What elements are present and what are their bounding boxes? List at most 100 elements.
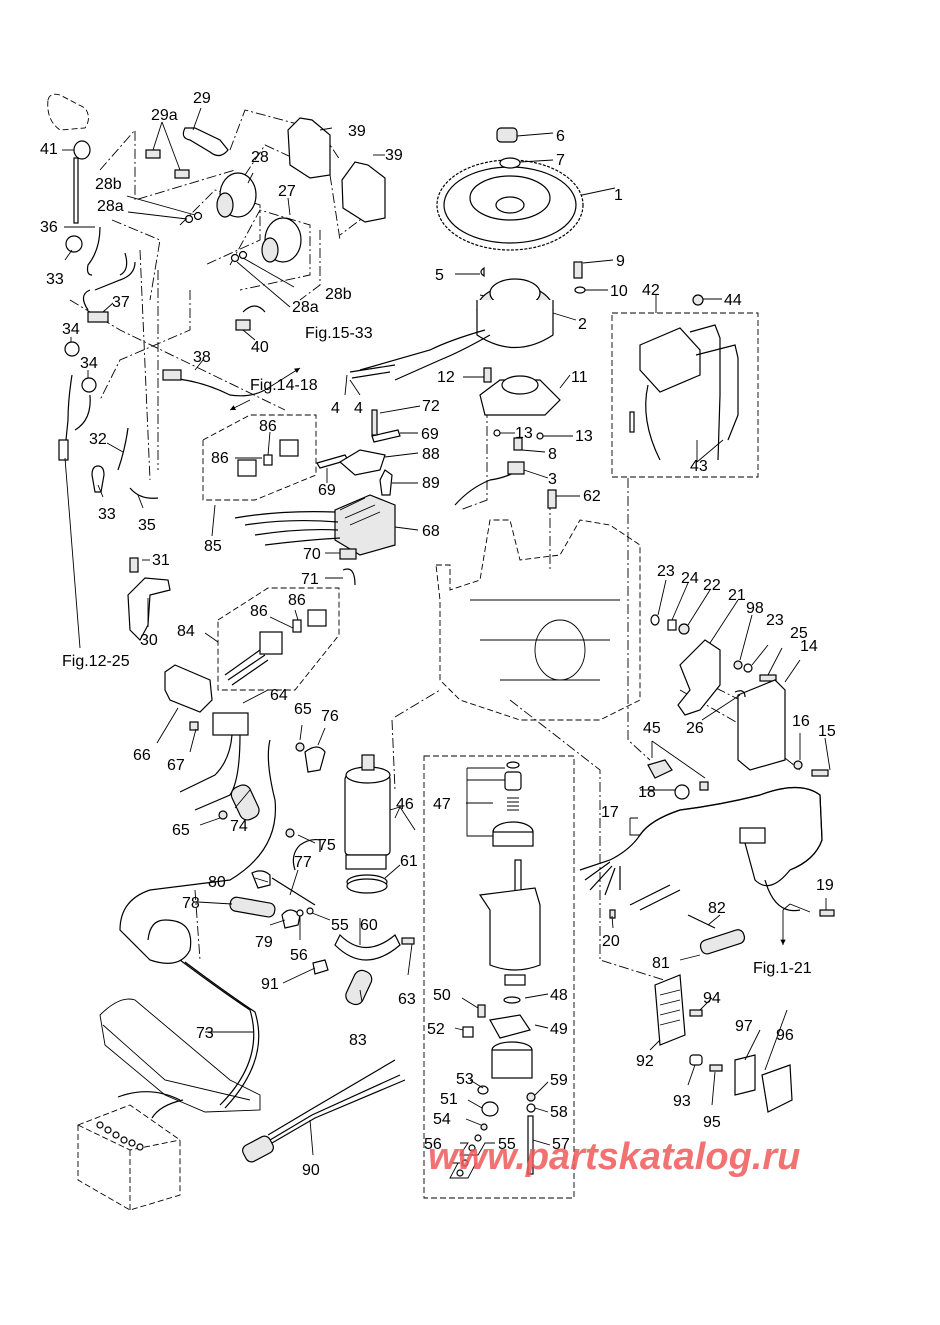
callout-56: 56 [290,947,308,964]
part-16-grommet [793,760,803,770]
part-12-bolt [483,367,492,383]
part-96-cover [761,1064,793,1113]
callout-37: 37 [112,294,130,311]
callout-12: 12 [437,369,455,386]
part-94-bolt [689,1009,703,1017]
part-86-fuse [292,619,302,633]
callout-38: 38 [193,349,211,366]
part-92-rectifier [654,974,686,1046]
callout-79: 79 [255,934,273,951]
callout-26: 26 [686,720,704,737]
callout-40: 40 [251,339,269,356]
part-88-bracket [338,449,386,476]
callout-21: 21 [728,587,746,604]
callout-28a: 28a [97,198,124,215]
callout-74: 74 [230,818,248,835]
callout-5: 5 [435,267,444,284]
part-98-grommet [733,660,743,670]
part-2-stator [476,278,554,349]
callout-78: 78 [182,895,200,912]
part-39-bracket-a [287,117,331,179]
callout-83: 83 [349,1032,367,1049]
callout-77: 77 [294,854,312,871]
part-55-washer [306,907,314,915]
callout-35: 35 [138,517,156,534]
part-34-cap [64,341,80,357]
part-35-lead [129,487,159,499]
part-23-grommet [650,614,660,626]
callout-20: 20 [602,933,620,950]
callout-72: 72 [422,398,440,415]
part-37-connector [87,311,109,323]
callout-54: 54 [433,1111,451,1128]
part-86-fuse [263,454,273,466]
part-45-switch [647,759,673,779]
part-7-washer [499,157,521,169]
fig-ref-15-33[interactable]: Fig.15-33 [305,325,373,342]
part-93-collar [689,1054,703,1066]
stator-wire [359,329,486,371]
leader-lines [62,107,831,1179]
part-relay [237,459,257,477]
callout-43: 43 [690,458,708,475]
starter-motor-group-box [423,755,575,1199]
part-17-wire-harness [579,784,823,912]
part-56-nut [296,909,304,917]
callout-42: 42 [642,282,660,299]
callout-15: 15 [818,723,836,740]
part-22-grommet [678,623,690,635]
part-74-boot [230,784,260,821]
callout-97: 97 [735,1018,753,1035]
callout-90: 90 [302,1162,320,1179]
part-38-harness [167,377,266,397]
battery [77,1091,184,1211]
callout-75: 75 [318,837,336,854]
part-79-cap [281,909,301,929]
part-6-nut [496,127,518,143]
part-71-cord [342,568,356,586]
callout-91: 91 [261,976,279,993]
callout-85: 85 [204,538,222,555]
part-82-tie [687,914,716,929]
part-sub-lead [629,884,681,911]
callout-28a: 28a [292,299,319,316]
callout-23: 23 [657,563,675,580]
part-9-bolt [573,261,583,279]
callout-17: 17 [601,804,619,821]
relay-group-85-box [202,414,317,501]
callout-24: 24 [681,570,699,587]
fig-ref-1-21[interactable]: Fig.1-21 [753,960,812,977]
part-89-clip [379,469,393,496]
starter-motor-exploded [456,761,541,1177]
part-32-lead [117,427,129,471]
fig-ref-14-18[interactable]: Fig.14-18 [250,377,318,394]
callout-16: 16 [792,713,810,730]
part-8-bolt [513,437,523,451]
callout-64: 64 [270,687,288,704]
callout-7: 7 [556,152,565,169]
part-81-boot [699,929,746,955]
relay-group-84-box [217,587,340,691]
part-31-bolt [129,557,139,573]
callout-2: 2 [578,316,587,333]
callout-8: 8 [548,446,557,463]
callout-44: 44 [724,292,742,309]
callout-28: 28 [251,149,269,166]
callout-48: 48 [550,987,568,1004]
part-66-cover [164,664,213,713]
callout-30: 30 [140,632,158,649]
callout-86: 86 [288,592,306,609]
part-42-ignition-coil [629,324,739,461]
watermark: www.partskatalog.ru [428,1136,801,1178]
callout-88: 88 [422,446,440,463]
assembly-lines [69,109,801,986]
callout-92: 92 [636,1053,654,1070]
fig-ref-12-25[interactable]: Fig.12-25 [62,653,130,670]
callout-19: 19 [816,877,834,894]
part-30-bracket [127,577,171,641]
callout-29: 29 [193,90,211,107]
callout-41: 41 [40,141,58,158]
part-73-battery-cable [119,739,277,964]
part-14-cdi-unit [737,679,786,771]
